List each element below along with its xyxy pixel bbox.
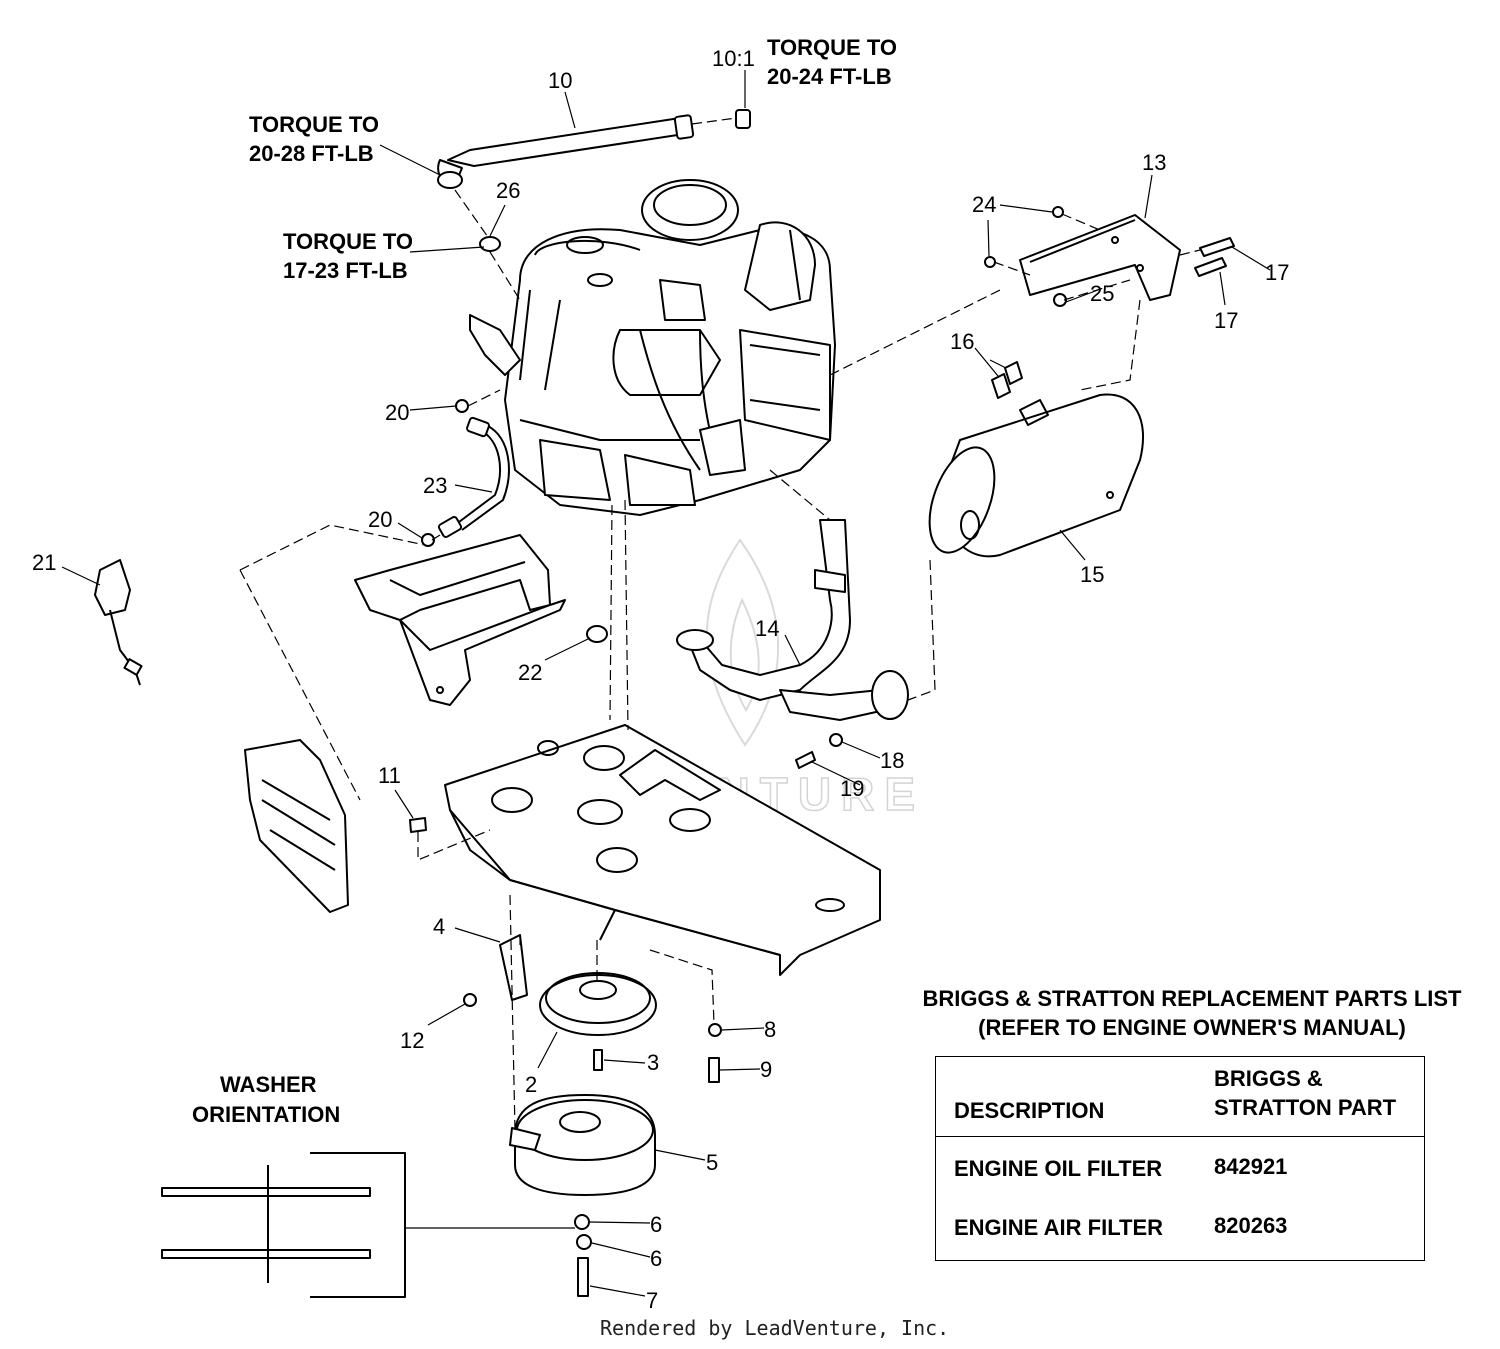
clamp-part-16b (1004, 361, 1023, 385)
muffler-part-15 (928, 393, 1145, 558)
watermark-flame-icon (705, 538, 780, 747)
callout-23: 23 (423, 473, 447, 498)
callout-13: 13 (1142, 150, 1166, 175)
callout-9: 9 (760, 1057, 772, 1082)
side-shield (244, 739, 349, 913)
nut-part-24b (984, 256, 996, 268)
callout-3: 3 (647, 1050, 659, 1075)
callout-14: 14 (755, 616, 779, 641)
callout-6b: 6 (650, 1246, 662, 1271)
row-air-filter-part: 820263 (1214, 1213, 1288, 1238)
header-description: DESCRIPTION (954, 1098, 1105, 1123)
row-air-filter-description: ENGINE AIR FILTER (954, 1215, 1163, 1240)
fitting-part-20b (421, 533, 435, 547)
torque-note-mid-line1: TORQUE TO (283, 229, 413, 254)
bolt-part-19 (795, 751, 816, 769)
torque-note-top-line2: 20-24 FT-LB (767, 64, 892, 89)
electric-clutch-part-5 (509, 1094, 656, 1196)
fitting-part-26 (479, 236, 501, 252)
oil-drain-line-part-23 (437, 416, 510, 538)
callout-11: 11 (378, 763, 401, 788)
torque-note-left-line2: 20-28 FT-LB (249, 141, 374, 166)
callout-17b: 17 (1214, 308, 1238, 333)
engine-mounting-plate (444, 724, 881, 976)
callout-2: 2 (525, 1072, 537, 1097)
render-credit: Rendered by LeadVenture, Inc. (600, 1316, 950, 1340)
drain-cap-part-22 (586, 625, 608, 643)
washer-orientation-line1: WASHER (220, 1072, 317, 1097)
washer-orientation-inset (161, 1152, 575, 1298)
switch-part-21 (94, 559, 143, 686)
bolt-part-9 (708, 1057, 720, 1083)
torque-note-top-line1: TORQUE TO (767, 35, 897, 60)
row-oil-filter-description: ENGINE OIL FILTER (954, 1156, 1163, 1181)
washer-part-6b (576, 1234, 592, 1250)
drain-bracket (354, 534, 566, 706)
callout-22: 22 (518, 660, 542, 685)
washer-orientation-line2: ORIENTATION (192, 1102, 340, 1127)
callout-16: 16 (950, 329, 974, 354)
nut-part-12 (463, 993, 477, 1007)
callout-15: 15 (1080, 562, 1104, 587)
key-part-3 (593, 1049, 603, 1071)
fitting-part-20a (455, 399, 469, 413)
callout-8: 8 (764, 1017, 776, 1042)
callout-10-1: 10:1 (712, 46, 755, 71)
oil-hose-part-10 (437, 109, 751, 189)
callout-25: 25 (1090, 281, 1114, 306)
bracket-part-4 (499, 934, 528, 1001)
washer-part-18 (829, 733, 843, 747)
callout-7: 7 (646, 1288, 658, 1313)
torque-note-mid-line2: 17-23 FT-LB (283, 258, 408, 283)
parts-table-header: DESCRIPTION BRIGGS & STRATTON PART (936, 1057, 1424, 1137)
callout-18: 18 (880, 748, 904, 773)
callout-12: 12 (400, 1028, 424, 1053)
pulley-part-2 (539, 972, 657, 1036)
callout-4: 4 (433, 914, 445, 939)
header-part-line1: BRIGGS & (1214, 1066, 1323, 1091)
callout-6a: 6 (650, 1212, 662, 1237)
row-oil-filter-part: 842921 (1214, 1154, 1288, 1179)
callout-26: 26 (496, 178, 520, 203)
callout-20b: 20 (368, 507, 392, 532)
torque-note-left-line1: TORQUE TO (249, 112, 379, 137)
bolt-part-11 (409, 817, 427, 833)
bolt-part-7 (577, 1257, 589, 1297)
parts-list-title-line2: (REFER TO ENGINE OWNER'S MANUAL) (978, 1015, 1406, 1040)
callout-19: 19 (840, 776, 864, 801)
callout-24: 24 (972, 192, 996, 217)
muffler-bracket-part-13 (1019, 214, 1181, 301)
bolt-part-17b (1194, 257, 1227, 277)
callout-21: 21 (32, 550, 56, 575)
callout-10: 10 (548, 68, 572, 93)
callout-17a: 17 (1265, 260, 1289, 285)
parts-table: DESCRIPTION BRIGGS & STRATTON PART ENGIN… (935, 1056, 1425, 1261)
callout-20a: 20 (385, 400, 409, 425)
washer-part-6a (574, 1214, 590, 1230)
clamp-part-16a (991, 373, 1011, 399)
callout-5: 5 (706, 1150, 718, 1175)
bolt-part-17a (1199, 237, 1235, 257)
parts-list-title: BRIGGS & STRATTON REPLACEMENT PARTS LIST… (912, 984, 1472, 1042)
header-part-line2: STRATTON PART (1214, 1095, 1397, 1120)
parts-list-title-line1: BRIGGS & STRATTON REPLACEMENT PARTS LIST (922, 986, 1462, 1011)
nut-part-24a (1052, 206, 1064, 218)
washer-part-8 (708, 1023, 722, 1037)
exhaust-pipe-part-14 (676, 519, 909, 721)
engine (469, 179, 836, 516)
